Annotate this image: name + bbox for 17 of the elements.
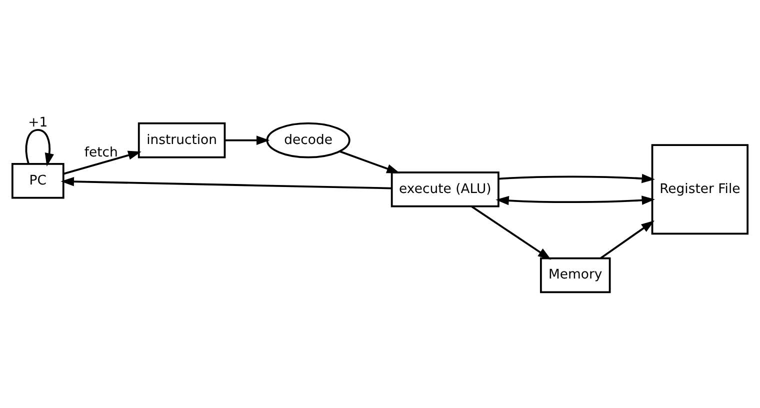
arrow <box>63 150 142 175</box>
arrow <box>60 176 392 190</box>
arrow <box>600 220 654 259</box>
node-box: PC <box>11 162 64 199</box>
edge-label: +1 <box>28 115 48 130</box>
arrow <box>340 150 400 174</box>
arrow <box>496 196 656 206</box>
arrow <box>498 174 656 184</box>
arrow <box>471 206 552 260</box>
node-box: Register File <box>651 144 749 235</box>
node-box: execute (ALU) <box>390 171 500 208</box>
node-box: instruction <box>138 122 226 158</box>
node-ellipse: decode <box>266 122 350 158</box>
arrow <box>224 136 270 145</box>
edge-label: fetch <box>84 146 118 161</box>
arrow <box>25 128 54 166</box>
node-box: Memory <box>540 257 611 294</box>
